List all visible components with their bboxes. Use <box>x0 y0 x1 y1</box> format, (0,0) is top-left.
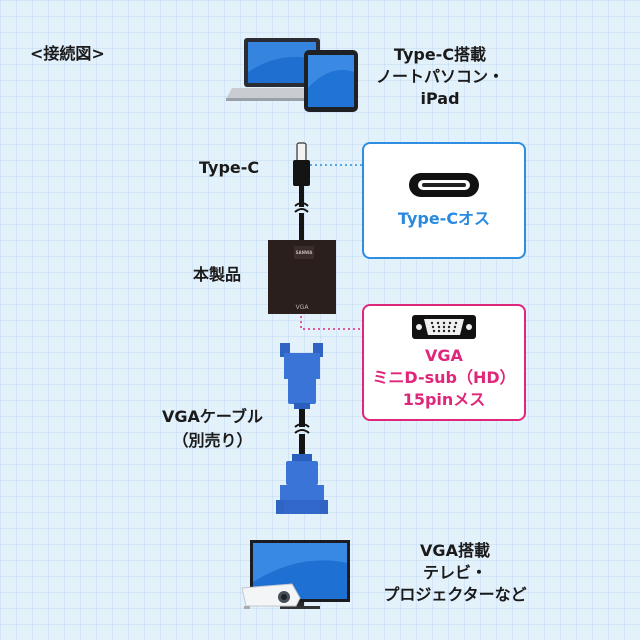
vga-callout-line: 15pinメス <box>402 389 486 409</box>
source-device-label: Type-C搭載 ノートパソコン・ iPad <box>350 44 530 110</box>
vga-cable-label: VGAケーブル （別売り） <box>162 405 263 453</box>
usb-c-port-icon <box>409 172 479 197</box>
typec-cable <box>294 185 309 241</box>
typec-callout-text: Type-Cオス <box>397 208 491 228</box>
vga-port-icon <box>412 314 476 339</box>
source-device-label-line: ノートパソコン・ <box>375 67 504 86</box>
vga-leader-line <box>300 316 362 330</box>
typec-plug <box>293 142 310 186</box>
adapter-body: SANWA VGA <box>268 240 336 314</box>
vga-callout-line: VGA <box>425 345 463 365</box>
typec-callout: Type-Cオス <box>362 142 526 259</box>
vga-connector-bottom <box>276 454 328 514</box>
adapter-port-label: VGA <box>296 304 310 311</box>
target-device-label-line: テレビ・ <box>422 563 487 582</box>
vga-cable-label-line: （別売り） <box>172 431 253 450</box>
vga-callout-line: ミニD-sub（HD） <box>372 367 516 387</box>
target-device-label: VGA搭載 テレビ・ プロジェクターなど <box>360 540 550 606</box>
target-device-label-line: プロジェクターなど <box>383 585 527 604</box>
projector-icon <box>241 583 301 609</box>
vga-cable <box>294 409 310 454</box>
tablet-icon <box>304 50 358 112</box>
vga-cable-label-line: VGAケーブル <box>162 407 263 426</box>
adapter-logo: SANWA <box>296 250 314 255</box>
typec-connector-label: Type-C <box>199 158 260 177</box>
vga-connector-top <box>280 343 323 409</box>
tv-icon <box>250 540 350 609</box>
source-device-label-line: Type-C搭載 <box>393 45 487 64</box>
vga-callout-text: VGA ミニD-sub（HD） 15pinメス <box>372 345 515 411</box>
source-device-label-line: iPad <box>420 89 460 108</box>
target-device-label-line: VGA搭載 <box>420 541 490 560</box>
diagram-heading: <接続図> <box>30 44 105 63</box>
product-label: 本製品 <box>193 265 242 284</box>
vga-callout: VGA ミニD-sub（HD） 15pinメス <box>362 304 526 421</box>
